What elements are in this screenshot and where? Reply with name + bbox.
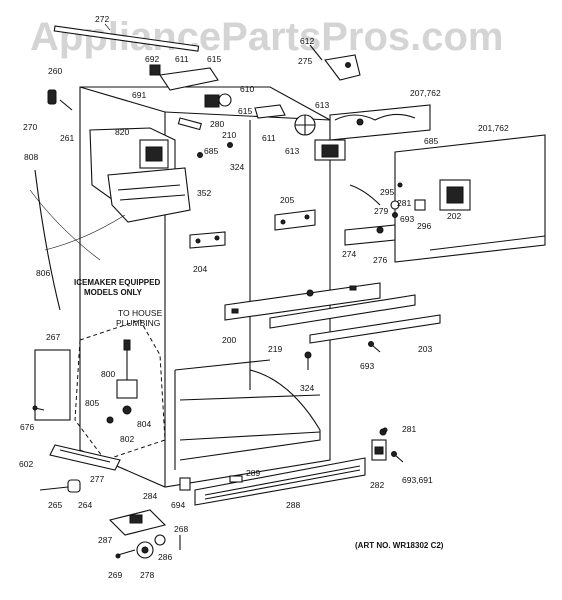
hinge-bracket-part <box>309 44 361 81</box>
icemaker-note-line2: MODELS ONLY <box>84 288 143 297</box>
label-205: 205 <box>280 195 294 205</box>
top-hinge-part <box>47 89 73 111</box>
part-labels: 272 692 611 615 610 615 611 613 613 612 … <box>19 14 509 580</box>
label-280: 280 <box>210 119 224 129</box>
label-282: 282 <box>370 480 384 490</box>
label-276: 276 <box>373 255 387 265</box>
label-693: 693 <box>400 214 414 224</box>
label-685: 685 <box>424 136 438 146</box>
label-610: 610 <box>240 84 254 94</box>
fan-assembly <box>294 114 346 161</box>
label-286: 286 <box>158 552 172 562</box>
leveler-rod <box>39 479 81 493</box>
label-204: 204 <box>193 264 207 274</box>
label-615: 615 <box>207 54 221 64</box>
label-200: 200 <box>222 335 236 345</box>
label-264: 264 <box>78 500 92 510</box>
label-820: 820 <box>115 127 129 137</box>
label-808: 808 <box>24 152 38 162</box>
label-281: 281 <box>402 424 416 434</box>
label-612: 612 <box>300 36 314 46</box>
label-202: 202 <box>447 211 461 221</box>
label-806: 806 <box>36 268 50 278</box>
label-210: 210 <box>222 130 236 140</box>
label-284: 284 <box>143 491 157 501</box>
top-cover-parts <box>149 64 286 158</box>
label-270: 270 <box>23 122 37 132</box>
label-676: 676 <box>20 422 34 432</box>
spacer-part <box>382 427 388 433</box>
label-693: 693 <box>360 361 374 371</box>
control-bracket <box>344 184 426 246</box>
label-278: 278 <box>140 570 154 580</box>
bottom-bracket <box>49 444 121 471</box>
label-260: 260 <box>48 66 62 76</box>
plumbing-note-line2: PLUMBING <box>116 318 160 328</box>
clip-part <box>229 475 243 483</box>
label-279: 279 <box>374 206 388 216</box>
label-219: 219 <box>268 344 282 354</box>
label-804: 804 <box>137 419 151 429</box>
mullion-bar <box>224 282 381 321</box>
art-number: (ART NO. WR18302 C2) <box>355 541 444 550</box>
label-691: 691 <box>132 90 146 100</box>
label-611: 611 <box>175 54 189 64</box>
label-268: 268 <box>174 524 188 534</box>
small-plate <box>179 477 191 491</box>
label-289: 289 <box>246 468 260 478</box>
label-324: 324 <box>300 383 314 393</box>
label-692: 692 <box>145 54 159 64</box>
label-324: 324 <box>230 162 244 172</box>
label-275: 275 <box>298 56 312 66</box>
label-693-691: 693,691 <box>402 475 433 485</box>
label-274: 274 <box>342 249 356 259</box>
evaporator-housing <box>329 104 431 141</box>
icemaker-leaders <box>29 189 126 261</box>
label-800: 800 <box>101 369 115 379</box>
icemaker-note-line1: ICEMAKER EQUIPPED <box>74 278 160 287</box>
label-615: 615 <box>238 106 252 116</box>
label-267: 267 <box>46 332 60 342</box>
label-694: 694 <box>171 500 185 510</box>
roller-assembly <box>108 509 181 559</box>
label-805: 805 <box>85 398 99 408</box>
label-277: 277 <box>90 474 104 484</box>
label-613: 613 <box>285 146 299 156</box>
label-802: 802 <box>120 434 134 444</box>
label-685: 685 <box>204 146 218 156</box>
label-611: 611 <box>262 133 276 143</box>
label-602: 602 <box>19 459 33 469</box>
lower-screw <box>304 351 312 370</box>
label-295: 295 <box>380 187 394 197</box>
label-281: 281 <box>397 198 411 208</box>
top-rail-part <box>53 23 200 52</box>
side-liner-panel <box>34 349 71 421</box>
label-613: 613 <box>315 100 329 110</box>
label-352: 352 <box>197 188 211 198</box>
label-201-762: 201,762 <box>478 123 509 133</box>
water-tube-part <box>34 169 61 311</box>
label-261: 261 <box>60 133 74 143</box>
label-296: 296 <box>417 221 431 231</box>
water-valve-area <box>74 319 166 461</box>
label-203: 203 <box>418 344 432 354</box>
shelf-bracket <box>189 231 226 249</box>
mullion-bracket <box>274 209 316 231</box>
label-287: 287 <box>98 535 112 545</box>
control-panel <box>394 134 546 263</box>
label-207-762: 207,762 <box>410 88 441 98</box>
mullion-rails <box>269 294 441 344</box>
bottom-hinge <box>371 428 387 461</box>
icemaker-assembly <box>89 127 191 223</box>
hinge-screw <box>391 451 404 463</box>
label-265: 265 <box>48 500 62 510</box>
toe-grille <box>194 457 366 506</box>
label-269: 269 <box>108 570 122 580</box>
label-272: 272 <box>95 14 109 24</box>
plumbing-note-line1: TO HOUSE <box>118 308 163 318</box>
mid-screw <box>368 341 381 353</box>
label-288: 288 <box>286 500 300 510</box>
